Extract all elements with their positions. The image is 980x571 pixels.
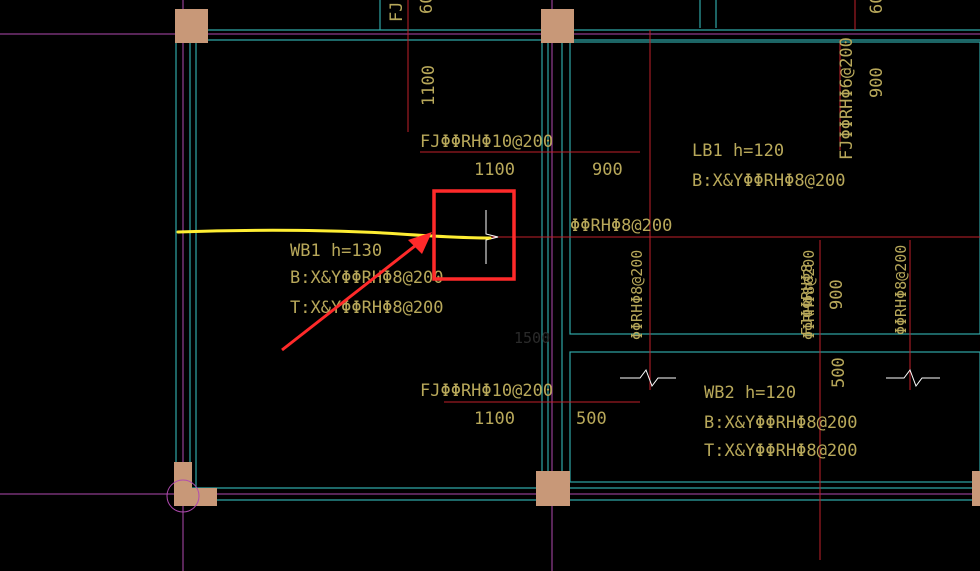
label-fj-rebar-top: FJΦΦRHΦ10@200 xyxy=(420,132,553,152)
column-bottom-right xyxy=(972,471,980,506)
label-fj-vert: FJΦΦRHΦ8 xyxy=(798,264,816,336)
red-arrow-annotation xyxy=(281,232,432,352)
label-mid-rebar: ΦΦRHΦ8@200 xyxy=(570,216,672,236)
column-top-mid xyxy=(541,9,574,43)
label-fj-rebar-bottom: FJΦΦRHΦ10@200 xyxy=(420,381,553,401)
slab-wb2-outline xyxy=(569,351,980,483)
label-v1100-top: 1100 xyxy=(419,65,439,106)
label-faint-mark: 1500 xyxy=(514,329,550,347)
label-lb1-bottom: B:X&YΦΦRHΦ8@200 xyxy=(692,171,846,191)
label-top-600-a: 600 xyxy=(417,0,437,14)
labels: FJ 600 600 1100 FJΦΦRHΦ10@200 1100 900 L… xyxy=(290,0,910,461)
label-v-rebar-c: ΦΦRHΦ8@200 xyxy=(892,245,910,335)
break-symbol-highlight xyxy=(485,210,499,264)
column-bottom-mid xyxy=(536,471,570,506)
slab-lb1-outline xyxy=(569,41,980,335)
label-fj-rebar-right-top: FJΦΦRHΦ6@200 xyxy=(837,37,857,160)
yellow-highlight-stroke xyxy=(176,228,492,240)
columns xyxy=(174,9,980,506)
red-highlight-box xyxy=(432,189,516,281)
label-v500: 500 xyxy=(829,357,849,388)
label-wb2-top: T:X&YΦΦRHΦ8@200 xyxy=(704,441,858,461)
label-v900-mid: 900 xyxy=(827,279,847,310)
label-wb2-bottom: B:X&YΦΦRHΦ8@200 xyxy=(704,413,858,433)
label-dim-1100-bottom: 1100 xyxy=(474,409,515,429)
label-wb1-bottom: B:X&YΦΦRHΦ8@200 xyxy=(290,268,444,288)
label-lb1-title: LB1 h=120 xyxy=(692,141,784,161)
label-dim-900-top: 900 xyxy=(592,160,623,180)
label-wb1-top: T:X&YΦΦRHΦ8@200 xyxy=(290,298,444,318)
column-top-left xyxy=(175,9,208,43)
label-wb2-title: WB2 h=120 xyxy=(704,383,796,403)
column-bottom-left-ext xyxy=(174,488,217,506)
walls xyxy=(175,0,980,501)
label-top-600-b: 600 xyxy=(867,0,887,14)
label-v-rebar-b: ΦΦRHΦ8@200 xyxy=(800,250,818,340)
label-dim-1100-top: 1100 xyxy=(474,160,515,180)
break-symbol-right xyxy=(886,368,940,388)
axis-bubble xyxy=(166,479,200,513)
break-symbols xyxy=(485,210,940,388)
label-top-fj: FJ xyxy=(387,2,407,22)
label-dim-500-bottom: 500 xyxy=(576,409,607,429)
label-wb1-title: WB1 h=130 xyxy=(290,241,382,261)
rebar-lines xyxy=(407,0,980,560)
label-v-rebar-a: ΦΦRHΦ8@200 xyxy=(628,250,646,340)
label-v900-right-top: 900 xyxy=(867,67,887,98)
break-symbol-left xyxy=(620,368,676,388)
